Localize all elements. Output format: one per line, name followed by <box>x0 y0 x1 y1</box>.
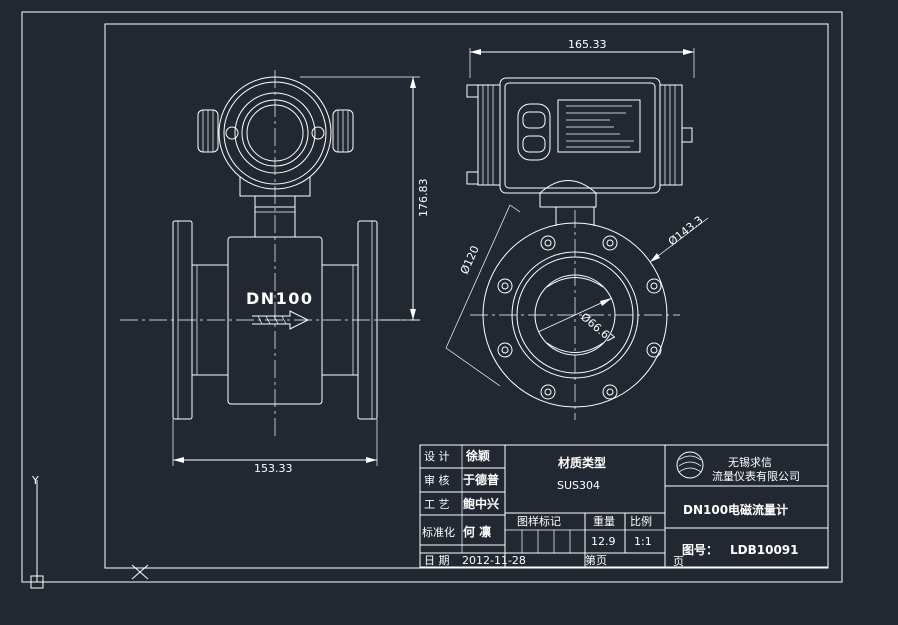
ratio-value: 1:1 <box>634 535 652 548</box>
height-value: 176.83 <box>417 179 430 218</box>
flange-view: Ø66.67 Ø120 Ø143.3 <box>445 204 709 420</box>
design-label: 设 计 <box>424 450 450 463</box>
bottom-width-dimension: 153.33 <box>172 419 378 475</box>
drawing-no-value: LDB10091 <box>730 543 799 557</box>
converter-box <box>499 77 661 194</box>
review-name: 于德普 <box>463 472 499 487</box>
drawing-no-label: 图号： <box>682 542 718 557</box>
material-label: 材质类型 <box>557 455 606 470</box>
date-label: 日 期 <box>424 554 450 567</box>
date-value: 2012-11-28 <box>462 554 526 567</box>
ucs-icon: Y <box>30 474 150 589</box>
bottom-width-value: 153.33 <box>254 462 293 475</box>
pattern-mark-label: 图样标记 <box>517 514 561 528</box>
left-gland <box>477 84 501 186</box>
body-label: DN100 <box>246 289 312 308</box>
material-value: SUS304 <box>557 479 600 492</box>
standard-label: 标准化 <box>422 525 455 539</box>
standard-name: 何 凛 <box>463 524 491 539</box>
ucs-y-label: Y <box>31 474 39 487</box>
flange-dia-value: Ø143.3 <box>666 213 706 248</box>
title-block: 设 计 徐颖 审 核 于德普 工 艺 鲍中兴 标准化 何 凛 日 期 2012-… <box>419 444 829 568</box>
product-name: DN100电磁流量计 <box>683 502 788 517</box>
ratio-label: 比例 <box>630 514 652 528</box>
company-logo <box>676 451 704 479</box>
top-view: 165.33 <box>466 38 695 208</box>
right-gland <box>659 84 683 186</box>
housing-neck <box>539 180 597 194</box>
front-view: DN100 <box>120 70 420 440</box>
company-name-big: 无锡求信 <box>728 455 772 469</box>
design-name: 徐颖 <box>465 448 490 463</box>
weight-label: 重量 <box>593 514 615 528</box>
sheet-label-2: 页 <box>673 555 684 568</box>
height-dimension: 176.83 <box>300 76 430 321</box>
sheet-label: 第页 <box>585 553 607 567</box>
process-name: 鲍中兴 <box>463 496 499 511</box>
nameplate <box>557 99 641 153</box>
outer-frame <box>21 11 843 583</box>
converter-housing <box>197 76 354 207</box>
process-label: 工 艺 <box>424 498 450 511</box>
bolt-holes <box>497 235 662 400</box>
bore-dia-value: Ø66.67 <box>578 310 617 346</box>
display-window <box>517 103 551 161</box>
top-width-value: 165.33 <box>568 38 607 51</box>
weight-value: 12.9 <box>591 535 616 548</box>
bolt-dia-value: Ø120 <box>458 244 482 276</box>
inner-frame <box>104 23 829 569</box>
company-name-small: 流量仪表有限公司 <box>712 469 800 483</box>
review-label: 审 核 <box>424 473 450 487</box>
